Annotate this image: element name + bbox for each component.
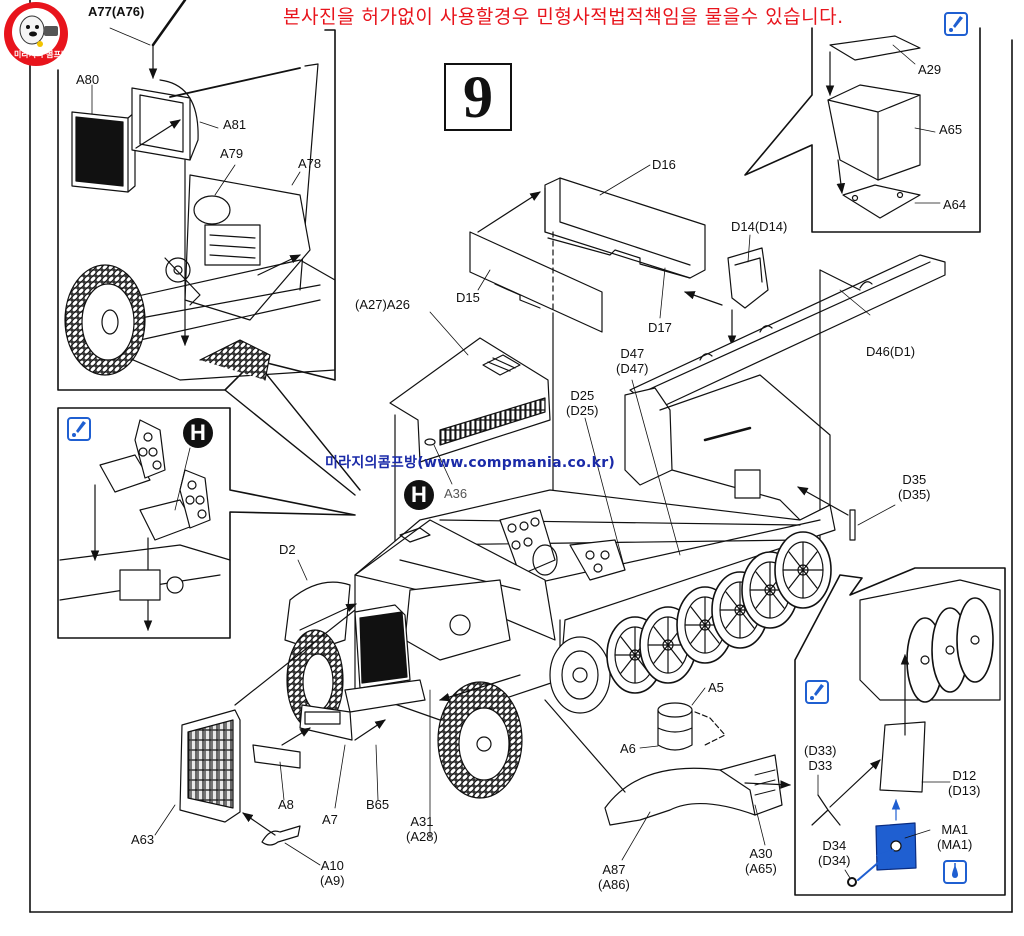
part-label-d47-alt: (D47) [616,361,649,376]
part-label-ma1: MA1 (MA1) [937,822,972,852]
part-label-a31-main: A31 [410,814,434,829]
part-label-a77: A77(A76) [88,4,145,19]
radiator-core-part [71,111,136,193]
part-label-b65: B65 [366,797,390,812]
part-label-d15: D15 [456,290,480,305]
part-label-a31: A31 (A28) [406,814,438,844]
part-label-a87: A87 (A86) [598,862,630,892]
d35-part [797,486,896,541]
part-label-d12-main: D12 [952,768,977,783]
step-number: 9 [444,63,512,131]
part-label-a6: A6 [620,741,636,756]
paint-brush-icon [944,12,968,36]
seat-detail-callout [57,407,356,639]
part-label-d47: D47 (D47) [616,346,649,376]
part-label-d46: D46(D1) [866,344,916,359]
road-wheel [774,531,832,609]
watermark-text: 미라지의콤프방(www.compmania.co.kr) [325,455,616,471]
drive-sprocket [549,636,611,714]
part-label-d25: D25 (D25) [566,388,599,418]
logo-text: 미라지의 콤프방 [14,50,69,59]
page-frame [29,0,1013,913]
part-label-d47-main: D47 [620,346,645,361]
copyright-warning: 본사진을 허가없이 사용할경우 민형사적법적책임을 물을수 있습니다. [283,6,844,28]
part-label-ma1-main: MA1 [941,822,969,837]
part-label-a30: A30 (A65) [745,846,777,876]
part-label-a30-alt: (A65) [745,861,777,876]
halftrack-hull [154,374,836,866]
water-drop-icon [943,860,967,884]
part-label-d12-alt: (D13) [948,783,981,798]
rear-plate-callout [794,567,1006,896]
paint-brush-icon [805,680,829,704]
part-label-d35-main: D35 [902,472,927,487]
part-label-ma1-alt: (MA1) [937,837,973,852]
radiator-frame-part [131,79,199,161]
paint-brush-icon [67,417,91,441]
part-label-a10-main: A10 [320,858,344,873]
part-label-d2: D2 [279,542,296,557]
part-label-a5: A5 [708,680,724,695]
part-label-d34-main: D34 [822,838,847,853]
part-label-a80: A80 [76,72,100,87]
road-wheels [606,531,832,694]
part-label-d33-main: D33 [808,758,833,773]
front-wheel-detail [64,264,146,376]
part-label-a64: A64 [943,197,967,212]
grille-part [154,709,241,836]
site-logo: 미라지의 콤프방 [0,0,78,68]
part-label-d14: D14(D14) [731,219,788,234]
part-label-a8: A8 [278,797,294,812]
part-label-a63: A63 [131,832,155,847]
part-label-a10: A10 (A9) [320,858,345,888]
part-label-a87-alt: (A86) [598,877,630,892]
part-label-a87-main: A87 [602,862,626,877]
part-label-d16: D16 [652,157,676,172]
front-right-wheel [437,681,523,799]
option-h-badge: H [404,480,434,510]
part-label-a30-main: A30 [749,846,773,861]
part-label-d25-alt: (D25) [566,403,599,418]
part-label-d34-alt: (D34) [818,853,851,868]
part-label-a10-alt: (A9) [320,873,345,888]
rear-fender-part [544,699,792,861]
part-label-a81: A81 [223,117,247,132]
part-label-d33-alt: (D33) [804,743,837,758]
part-label-a7: A7 [322,812,338,827]
part-label-d25-main: D25 [570,388,595,403]
engine-part [164,174,311,321]
stowage-box-parts [469,164,769,502]
part-label-d33: (D33) D33 [804,743,837,773]
part-label-a65: A65 [939,122,963,137]
engine-cover-part [389,311,551,602]
canister-part [639,687,726,751]
part-label-d34: D34 (D34) [818,838,851,868]
part-label-d35-alt: (D35) [898,487,931,502]
part-label-a36: A36 [444,486,468,501]
battery-box-callout [744,27,981,233]
part-label-a29: A29 [918,62,942,77]
engine-detail-callout [57,0,361,496]
option-h-badge: H [183,418,213,448]
part-label-d35: D35 (D35) [898,472,931,502]
part-label-a78: A78 [298,156,322,171]
part-label-a79: A79 [220,146,244,161]
part-label-a31-alt: (A28) [406,829,438,844]
part-label-d12: D12 (D13) [948,768,981,798]
part-label-d17: D17 [648,320,672,335]
part-label-a26: (A27)A26 [355,297,410,312]
